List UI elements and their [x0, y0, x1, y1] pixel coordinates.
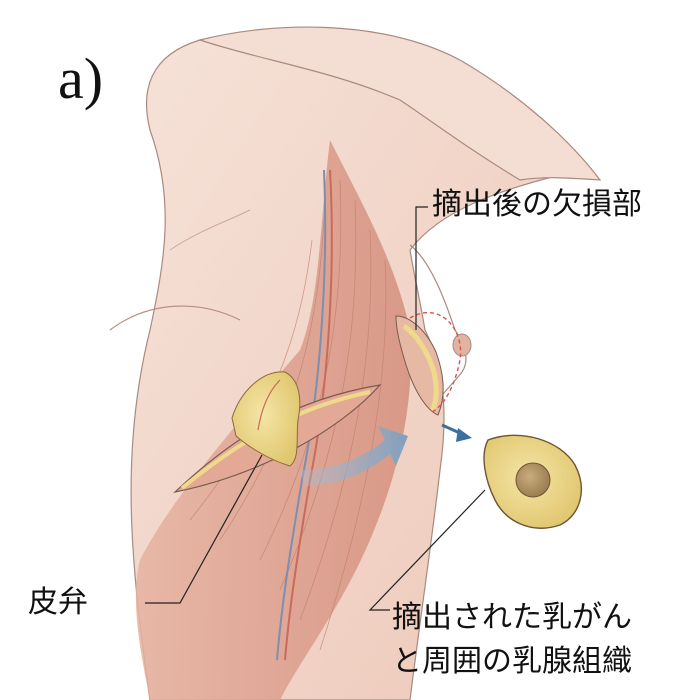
tumor [515, 462, 551, 498]
skin-contour [109, 305, 241, 331]
nipple [452, 333, 472, 357]
skin-contour [169, 209, 251, 251]
defect-fat-rim [402, 323, 439, 412]
vessel-artery [284, 169, 333, 661]
panel-letter: a) [58, 46, 104, 111]
defect-cavity [395, 315, 444, 416]
label-excised-line2: と周囲の乳腺組織 [392, 643, 632, 679]
label-defect: 摘出後の欠損部 [432, 187, 642, 222]
curved-arrow-icon [300, 426, 408, 486]
dashed-outline [409, 311, 462, 413]
vessel-vein [276, 169, 327, 661]
flap-pedicle [257, 379, 281, 431]
label-excised: 摘出された乳がん と周囲の乳腺組織 [392, 596, 632, 683]
leader-excised [368, 489, 486, 611]
upper-arm [197, 26, 602, 181]
label-excised-line1: 摘出された乳がん [392, 600, 632, 635]
leader-flap [145, 454, 263, 604]
flap-fat-island [231, 371, 301, 467]
leader-defect [415, 206, 428, 330]
label-flap: 皮弁 [28, 585, 88, 620]
